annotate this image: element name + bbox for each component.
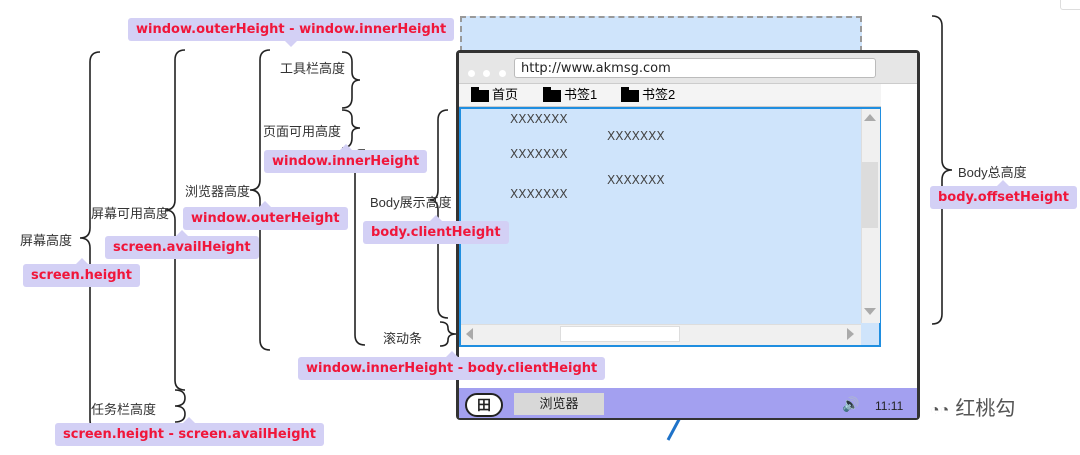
taskbar-browser-button[interactable]: 浏览器 <box>514 393 604 415</box>
label-scrollbar: 滚动条 <box>383 331 423 346</box>
folder-icon <box>621 86 639 102</box>
tag-avail-height: screen.availHeight <box>105 230 259 259</box>
folder-icon <box>543 86 561 102</box>
label-body-total-height: Body总高度 <box>958 165 1027 180</box>
content-text: XXXXXXX <box>607 129 665 143</box>
content-text: XXXXXXX <box>607 173 665 187</box>
wechat-icon: ◔◔ <box>930 402 950 419</box>
window-dots-icon <box>468 64 506 82</box>
folder-icon <box>471 86 489 102</box>
label-page-avail-height: 页面可用高度 <box>263 124 342 139</box>
label-body-display-height: Body展示高度 <box>370 195 452 210</box>
label-toolbar-height: 工具栏高度 <box>280 61 346 76</box>
watermark: ◔◔红桃勾 <box>930 398 1016 420</box>
speaker-icon[interactable]: 🔊 <box>842 396 860 412</box>
corner-tab <box>1060 0 1080 10</box>
start-button[interactable]: 田 <box>465 393 503 417</box>
label-browser-height: 浏览器高度 <box>185 184 251 199</box>
vertical-scroll-thumb[interactable] <box>862 162 878 228</box>
tag-inner-height: window.innerHeight <box>264 144 428 173</box>
viewport <box>459 107 881 347</box>
tag-screen-height: screen.height <box>23 258 140 287</box>
tag-height-minus-avail: screen.height - screen.availHeight <box>55 417 324 446</box>
scroll-left-icon[interactable] <box>466 328 473 340</box>
scroll-down-icon[interactable] <box>864 308 876 315</box>
tag-client-height: body.clientHeight <box>363 215 509 244</box>
tag-outer-height: window.outerHeight <box>183 201 348 230</box>
tag-outer-minus-inner: window.outerHeight - window.innerHeight <box>128 18 455 47</box>
bookmark-home[interactable]: 首页 <box>471 84 518 106</box>
address-url: http://www.akmsg.com <box>521 61 671 76</box>
label-screen-height: 屏幕高度 <box>20 233 73 248</box>
bookmark-1[interactable]: 书签1 <box>543 84 597 106</box>
content-text: XXXXXXX <box>510 112 568 126</box>
address-bar[interactable]: http://www.akmsg.com <box>514 58 876 78</box>
label-taskbar-height: 任务栏高度 <box>91 402 157 417</box>
tag-inner-minus-client: window.innerHeight - body.clientHeight <box>298 351 606 380</box>
document-overflow-region <box>460 16 862 52</box>
content-text: XXXXXXX <box>510 147 568 161</box>
horizontal-scroll-thumb[interactable] <box>560 326 680 342</box>
scroll-right-icon[interactable] <box>847 328 854 340</box>
tag-offset-height: body.offsetHeight <box>930 180 1077 209</box>
taskbar-browser-label: 浏览器 <box>539 396 579 411</box>
scroll-up-icon[interactable] <box>864 114 876 121</box>
bookmark-2[interactable]: 书签2 <box>621 84 675 106</box>
bookmarks-bar: 首页 书签1 书签2 <box>459 84 881 107</box>
label-avail-height: 屏幕可用高度 <box>91 206 170 221</box>
clock: 11:11 <box>875 399 904 413</box>
start-icon: 田 <box>477 397 491 413</box>
content-text: XXXXXXX <box>510 187 568 201</box>
